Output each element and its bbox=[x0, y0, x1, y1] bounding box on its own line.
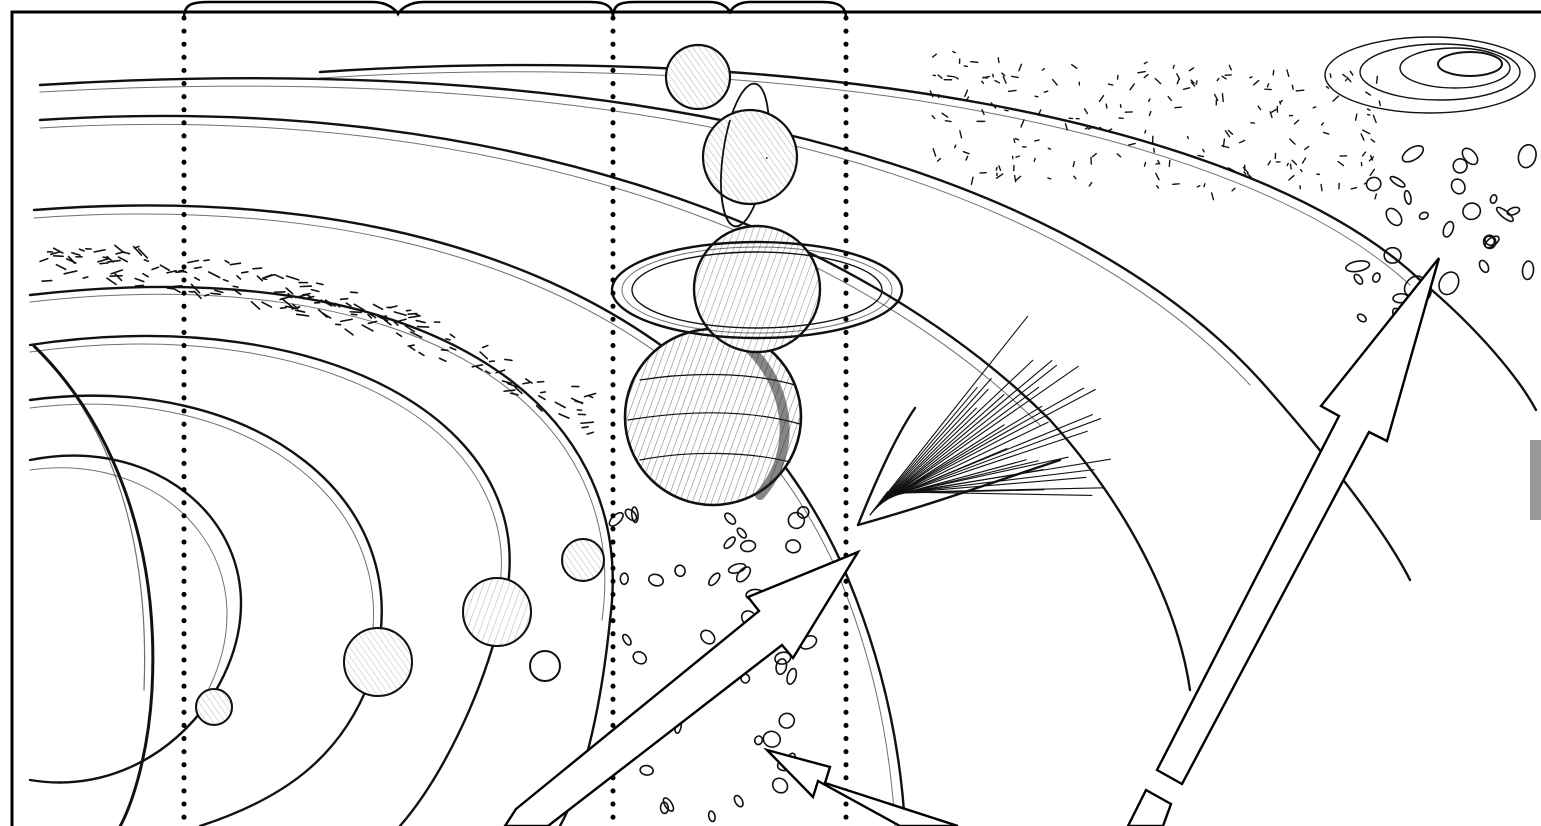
outer-region-brace bbox=[613, 2, 846, 18]
inner-orbits bbox=[30, 287, 613, 826]
edge-smudge bbox=[1530, 440, 1541, 520]
moon bbox=[530, 651, 560, 681]
comet-arrow bbox=[767, 750, 958, 826]
saturn bbox=[612, 226, 902, 352]
sun-edge bbox=[34, 346, 153, 826]
sun-edge-inner bbox=[40, 352, 145, 690]
kuiper-belt-arrow-lower bbox=[1128, 790, 1171, 826]
comet bbox=[858, 316, 1110, 525]
jupiter bbox=[625, 329, 801, 505]
kuiper-dust bbox=[930, 51, 1380, 199]
inner-region-brace bbox=[184, 2, 613, 18]
region-braces bbox=[184, 2, 846, 18]
galaxy-swirl bbox=[1325, 37, 1535, 113]
inner-planets bbox=[196, 539, 604, 725]
neptune bbox=[666, 45, 730, 109]
callout-arrows bbox=[505, 258, 1439, 826]
